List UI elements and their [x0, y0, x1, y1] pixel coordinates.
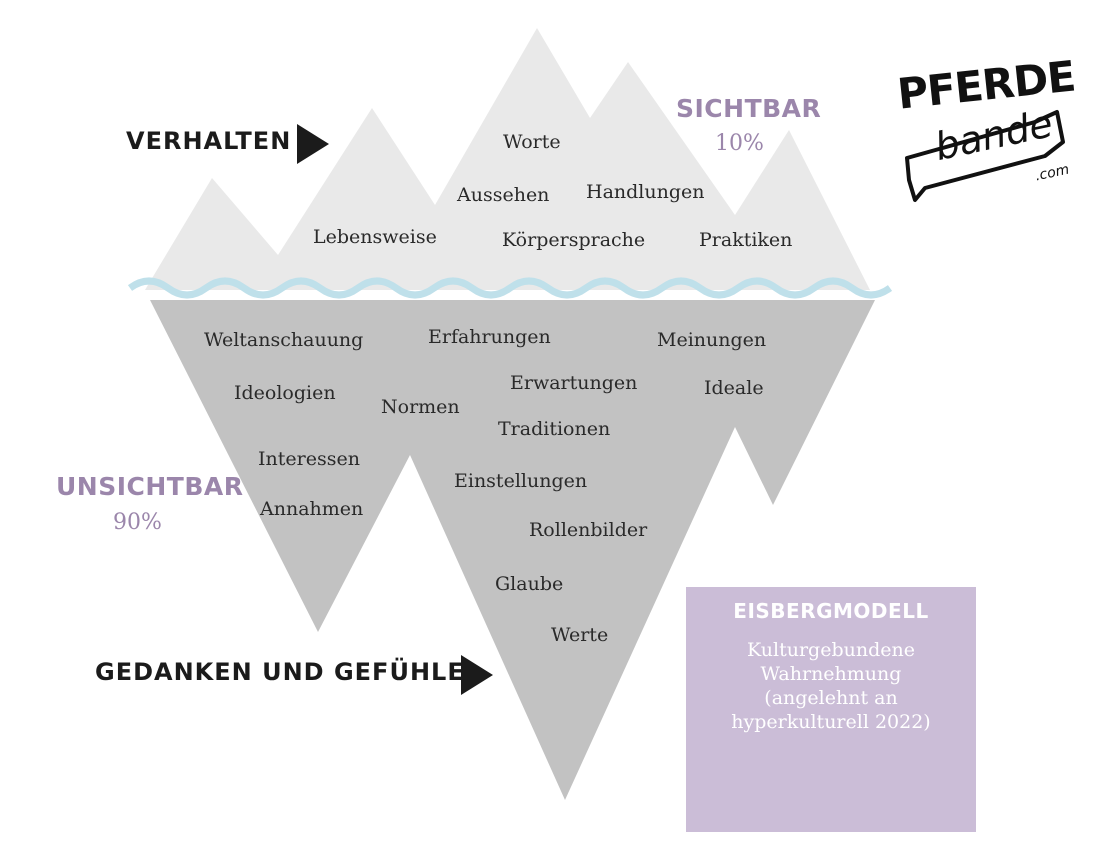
model-title: EISBERGMODELL	[733, 599, 929, 623]
thoughts-feelings-label: GEDANKEN UND GEFÜHLE	[95, 658, 465, 686]
below-item: Werte	[551, 624, 609, 646]
iceberg-submerged	[150, 300, 875, 800]
below-item: Interessen	[258, 448, 360, 470]
below-item: Rollenbilder	[529, 519, 648, 541]
below-item: Annahmen	[260, 498, 364, 520]
model-description-line: hyperkulturell 2022)	[731, 711, 931, 733]
model-description-line: Kulturgebundene	[747, 639, 915, 661]
above-item: Handlungen	[586, 181, 705, 203]
above-item: Lebensweise	[313, 226, 437, 248]
visible-label: SICHTBAR	[676, 94, 822, 123]
thoughts-arrow-icon	[461, 655, 493, 695]
pferdebande-logo: PFERDE bande .com	[885, 51, 1085, 210]
iceberg-tip	[145, 28, 870, 290]
below-item: Erwartungen	[510, 372, 638, 394]
below-item: Meinungen	[657, 329, 767, 351]
logo-ribbon-icon	[905, 110, 1065, 202]
model-description-line: Wahrnehmung	[760, 663, 902, 685]
model-description-line: (angelehnt an	[764, 687, 898, 709]
below-item: Traditionen	[498, 418, 611, 440]
invisible-percent: 90%	[113, 510, 162, 535]
water-line	[127, 277, 893, 299]
above-item: Worte	[503, 131, 561, 153]
below-item: Normen	[381, 396, 460, 418]
below-item: Einstellungen	[454, 470, 588, 492]
below-item: Erfahrungen	[428, 326, 551, 348]
above-item: Praktiken	[699, 229, 793, 251]
visible-percent: 10%	[715, 131, 764, 156]
below-item: Weltanschauung	[204, 329, 364, 351]
behavior-label: VERHALTEN	[126, 127, 292, 155]
model-info-box: EISBERGMODELL Kulturgebundene Wahrnehmun…	[686, 587, 976, 832]
below-item: Ideale	[704, 377, 764, 399]
behavior-arrow-icon	[297, 124, 329, 164]
above-item: Aussehen	[457, 184, 550, 206]
above-item: Körpersprache	[502, 229, 646, 251]
below-item: Ideologien	[234, 382, 336, 404]
below-item: Glaube	[495, 573, 564, 595]
invisible-label: UNSICHTBAR	[56, 472, 244, 501]
